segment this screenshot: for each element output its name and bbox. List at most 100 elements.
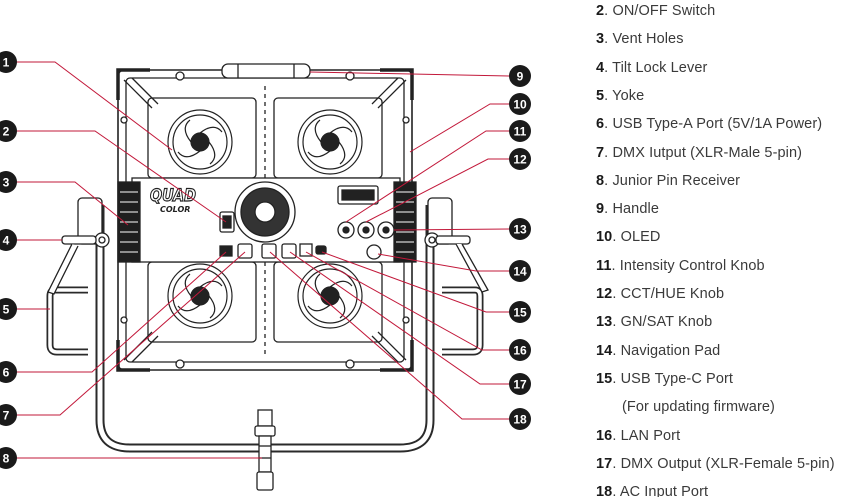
legend-separator: . bbox=[612, 455, 621, 472]
legend-label: Yoke bbox=[612, 87, 645, 104]
legend-item-12: 12. CCT/HUE Knob bbox=[596, 286, 724, 302]
callout-circle bbox=[509, 408, 531, 430]
legend-number: 7 bbox=[596, 144, 605, 161]
legend-separator: . bbox=[611, 257, 620, 274]
legend-label: USB Type-A Port (5V/1A Power) bbox=[612, 116, 823, 133]
callout-circle bbox=[0, 229, 17, 251]
legend-number: 8 bbox=[596, 172, 605, 189]
legend-item-5: 5. Yoke bbox=[596, 88, 644, 104]
callout-8: 8 bbox=[0, 447, 17, 469]
legend-label: OLED bbox=[620, 229, 661, 246]
leader-line-13 bbox=[393, 228, 511, 231]
callout-13: 13 bbox=[509, 218, 531, 240]
device-logo-line2: COLOR bbox=[160, 205, 190, 214]
legend-item-15-continuation: (For updating firmware) bbox=[622, 399, 775, 416]
callout-circle bbox=[0, 171, 17, 193]
callout-6: 6 bbox=[0, 361, 17, 383]
legend-separator: . bbox=[604, 201, 613, 218]
callout-12: 12 bbox=[509, 148, 531, 170]
callout-circle bbox=[0, 361, 17, 383]
leader-line-12 bbox=[365, 158, 510, 223]
leader-line-14 bbox=[377, 253, 510, 272]
legend-item-17: 17. DMX Output (XLR-Female 5-pin) bbox=[596, 456, 835, 472]
legend-item-14: 14. Navigation Pad bbox=[596, 343, 720, 359]
fan-bottom-right bbox=[297, 263, 363, 329]
navigation-pad bbox=[366, 244, 382, 260]
legend-separator: . bbox=[604, 59, 613, 76]
legend-item-18: 18. AC Input Port bbox=[596, 484, 708, 497]
legend-number: 12 bbox=[596, 286, 613, 302]
callout-10: 10 bbox=[509, 93, 531, 115]
callout-number: 12 bbox=[513, 152, 527, 166]
legend-separator: . bbox=[612, 484, 620, 497]
callout-circle bbox=[0, 120, 17, 142]
leader-line-9 bbox=[309, 71, 511, 77]
usb-a-port bbox=[219, 245, 233, 257]
legend-separator: . bbox=[604, 31, 613, 48]
callout-circle bbox=[509, 339, 531, 361]
legend-label: Intensity Control Knob bbox=[619, 257, 765, 274]
legend-label: Handle bbox=[612, 201, 659, 218]
legend-item-7: 7. DMX Iutput (XLR-Male 5-pin) bbox=[596, 145, 802, 161]
callout-number: 3 bbox=[3, 175, 10, 189]
legend-number: 3 bbox=[596, 31, 605, 48]
legend-separator: . bbox=[612, 427, 621, 444]
legend-item-15: 15. USB Type-C Port bbox=[596, 371, 733, 387]
legend-separator: . bbox=[604, 172, 613, 189]
legend-label: Junior Pin Receiver bbox=[612, 172, 741, 189]
legend-separator: . bbox=[612, 286, 621, 302]
callout-number: 13 bbox=[513, 222, 527, 236]
legend-item-6: 6. USB Type-A Port (5V/1A Power) bbox=[596, 116, 822, 132]
callout-number: 8 bbox=[3, 451, 10, 465]
callout-circle bbox=[0, 298, 17, 320]
leader-line-2 bbox=[16, 130, 227, 223]
legend-item-8: 8. Junior Pin Receiver bbox=[596, 173, 740, 189]
callout-circle bbox=[509, 218, 531, 240]
callout-14: 14 bbox=[509, 260, 531, 282]
legend-label: DMX Iutput (XLR-Male 5-pin) bbox=[612, 144, 803, 161]
legend-label: DMX Output (XLR-Female 5-pin) bbox=[620, 455, 835, 472]
legend-number: 13 bbox=[596, 314, 613, 331]
legend-item-4: 4. Tilt Lock Lever bbox=[596, 60, 707, 76]
legend-separator: . bbox=[604, 116, 613, 133]
callout-number: 17 bbox=[513, 377, 527, 391]
callout-number: 11 bbox=[514, 124, 527, 138]
leader-line-3 bbox=[16, 181, 129, 226]
callout-circle bbox=[0, 51, 17, 73]
legend-item-9: 9. Handle bbox=[596, 201, 659, 217]
legend-label: USB Type-C Port bbox=[620, 370, 734, 387]
leader-line-10 bbox=[409, 103, 510, 153]
fan-top-left bbox=[167, 109, 233, 175]
leader-line-6 bbox=[16, 251, 227, 373]
callout-7: 7 bbox=[0, 404, 17, 426]
legend-number: 10 bbox=[596, 229, 613, 246]
leader-line-11 bbox=[345, 130, 510, 223]
legend-item-3: 3. Vent Holes bbox=[596, 31, 684, 47]
leader-line-17 bbox=[289, 251, 510, 385]
callout-circle bbox=[509, 260, 531, 282]
callout-number: 1 bbox=[3, 55, 10, 69]
legend-number: 4 bbox=[596, 59, 605, 76]
legend-separator: . bbox=[612, 314, 621, 331]
legend-separator: . bbox=[604, 87, 613, 104]
callout-number: 14 bbox=[513, 264, 527, 278]
lan-port bbox=[299, 243, 313, 257]
callout-circle bbox=[509, 93, 531, 115]
legend-label: CCT/HUE Knob bbox=[620, 286, 725, 302]
legend-number: 9 bbox=[596, 201, 605, 218]
legend-label: GN/SAT Knob bbox=[620, 314, 713, 331]
leader-lines bbox=[16, 61, 511, 459]
callout-number: 5 bbox=[3, 302, 10, 316]
legend-number: 5 bbox=[596, 87, 605, 104]
leader-line-1 bbox=[16, 61, 173, 151]
legend-label: Navigation Pad bbox=[620, 342, 721, 359]
handle bbox=[221, 63, 311, 79]
callout-circle bbox=[0, 447, 17, 469]
callout-3: 3 bbox=[0, 171, 17, 193]
legend-item-2: 2. ON/OFF Switch bbox=[596, 3, 715, 19]
legend-label: Tilt Lock Lever bbox=[612, 59, 708, 76]
leader-line-16 bbox=[305, 251, 510, 351]
